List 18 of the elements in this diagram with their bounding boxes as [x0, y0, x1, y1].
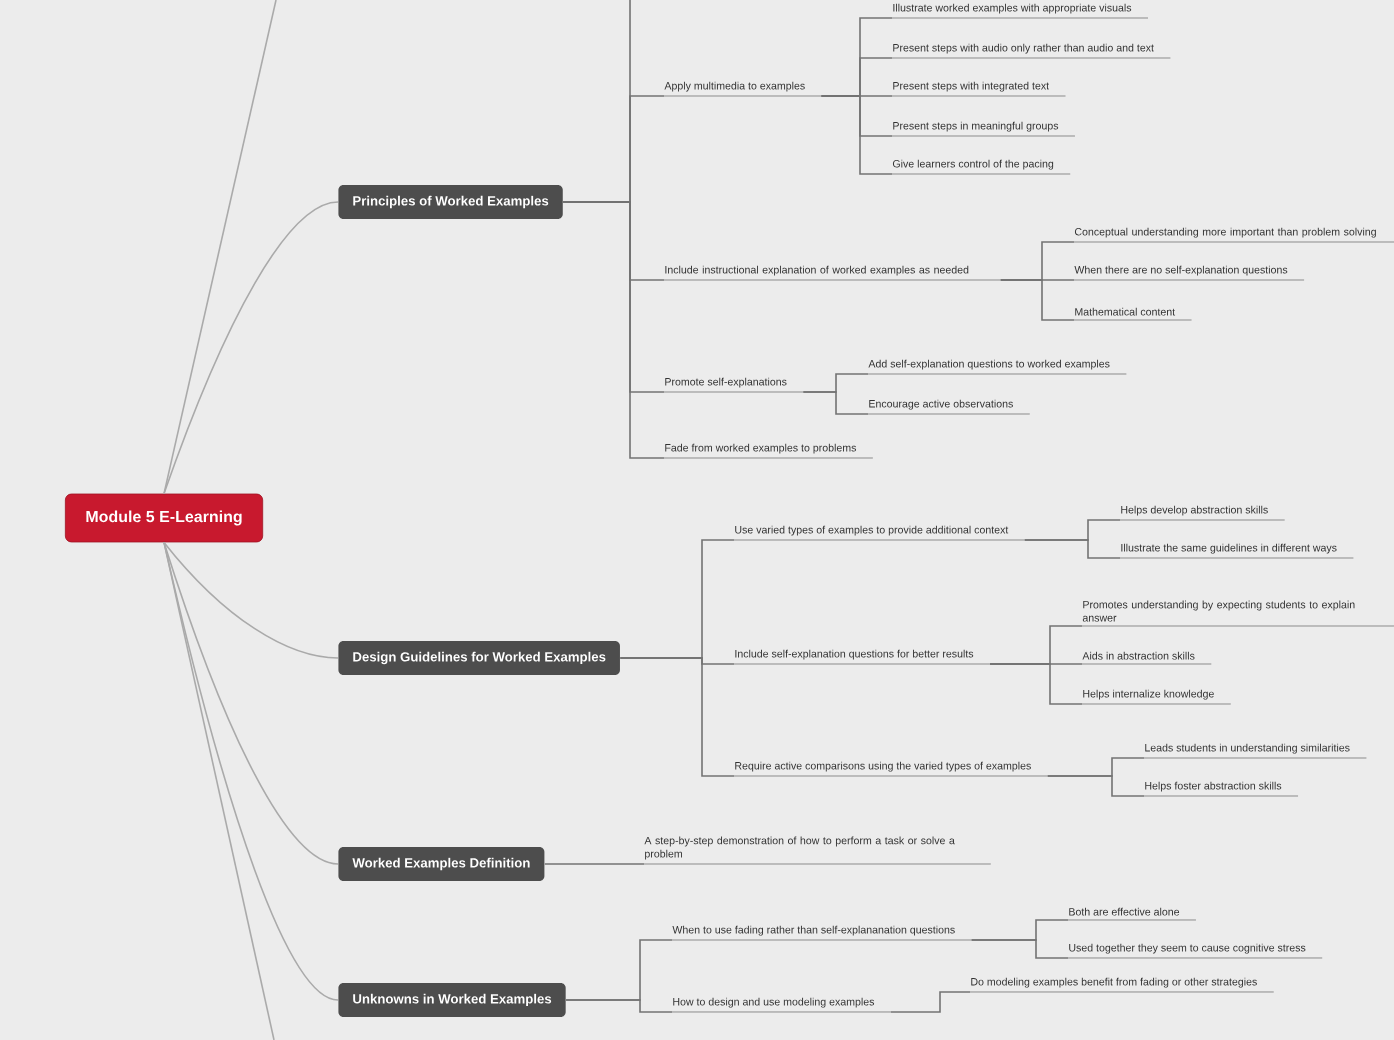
connector-line [163, 541, 275, 1040]
connector-line [1046, 775, 1145, 797]
connector-line [544, 863, 645, 865]
connector-line [163, 541, 339, 865]
connector-line [970, 939, 1069, 959]
connector-line [820, 95, 893, 175]
connector-line [802, 391, 869, 415]
connector-line [163, 0, 277, 495]
connector-line [163, 201, 339, 495]
connector-line [1024, 539, 1121, 559]
connector-line [565, 999, 673, 1013]
connector-line [163, 541, 339, 659]
root-box: Module 5 E-Learning [64, 493, 264, 543]
connector-line [890, 991, 971, 1013]
connector-line [619, 657, 735, 777]
connector-line [989, 663, 1083, 705]
connector-line [1000, 279, 1075, 321]
connector-line [562, 201, 665, 459]
